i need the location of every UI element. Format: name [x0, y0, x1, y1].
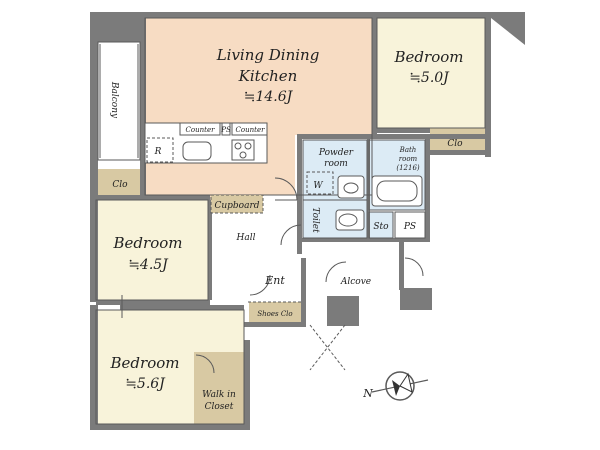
counter-left-label: Counter — [186, 126, 216, 134]
clo-ne-label: Clo — [447, 139, 463, 149]
storage-floor — [369, 212, 393, 238]
cupboard — [210, 194, 264, 214]
alcove-label: Alcove — [340, 277, 371, 287]
ldk-size: ≒14.6J — [244, 89, 294, 105]
shoes-clo-floor — [249, 302, 301, 322]
entrance-label: Ent — [264, 274, 285, 287]
ps-counter-label: PS — [220, 126, 231, 134]
walk-in-line1: Walk in — [202, 390, 236, 400]
counter-right-label: Counter — [236, 126, 266, 134]
entrance-dashes — [248, 301, 346, 371]
compass-icon — [371, 371, 429, 401]
walk-in-line2: Closet — [205, 402, 234, 412]
bedroom-w-size: ≒4.5J — [128, 257, 169, 273]
thin-lines — [95, 17, 486, 425]
clo-ne-floor — [430, 128, 485, 154]
clo-w-floor — [98, 169, 144, 199]
shoes-clo-label: Shoes Clo — [257, 310, 292, 318]
clo-w-label: Clo — [112, 180, 128, 190]
powder-room-line2: room — [324, 159, 348, 169]
bedroom-sw-size: ≒5.6J — [125, 376, 166, 392]
bedroom-sw-name: Bedroom — [110, 354, 180, 372]
walk-in-closet-floor — [194, 352, 244, 424]
ldk-name-line2: Kitchen — [238, 67, 298, 85]
powder-room-line1: Powder — [318, 148, 354, 158]
bedroom-w-floor — [96, 200, 208, 300]
bathroom-line3: (1216) — [396, 164, 420, 172]
refrigerator-label: R — [154, 147, 162, 157]
balcony-label: Balcony — [109, 81, 119, 119]
ldk-name-line1: Living Dining — [216, 46, 320, 64]
door-swings — [121, 177, 424, 374]
bedroom-ne-name: Bedroom — [394, 48, 464, 66]
hall-label: Hall — [236, 233, 256, 243]
compass-n-label: N — [362, 387, 373, 400]
ldk-floor — [145, 18, 372, 213]
wet-fixtures — [306, 171, 423, 231]
washer-label: W — [313, 181, 323, 191]
bathroom-line1: Bath — [399, 146, 417, 154]
bedroom-ne-size: ≒5.0J — [409, 70, 450, 86]
bathroom-line2: room — [399, 155, 418, 163]
toilet-label: Toilet — [310, 207, 320, 233]
pipe-space-label: PS — [403, 222, 416, 232]
cupboard-label: Cupboard — [214, 201, 259, 211]
storage-label: Sto — [373, 222, 389, 232]
bedroom-w-name: Bedroom — [113, 234, 183, 252]
kitchen-counter — [144, 122, 268, 164]
bedroom-ne-floor — [377, 18, 485, 128]
